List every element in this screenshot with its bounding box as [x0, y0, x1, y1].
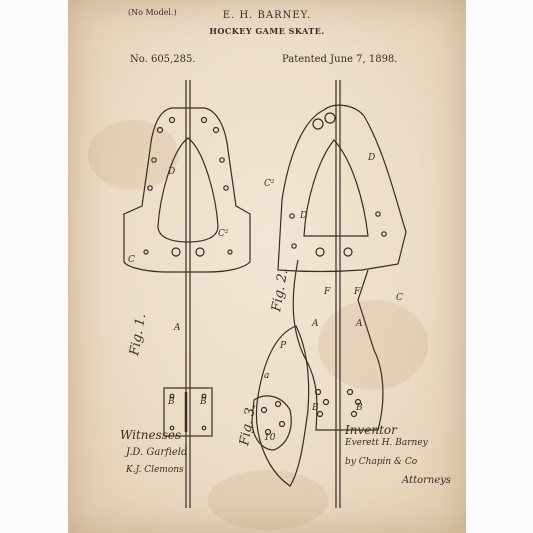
inventor-signature: Everett H. Barney [345, 438, 428, 448]
inventor-heading: Inventor [345, 423, 397, 437]
patent-date: Patented June 7, 1898. [282, 54, 398, 65]
svg-text:B: B [355, 403, 363, 413]
patent-drawing: C D C² B B A C² D D F F A A B B C Pa 10 Fig. 1. Fig.… [123, 80, 407, 508]
fig1-label: Fig. 1. [127, 313, 149, 358]
patent-number: No. 605,285. [130, 54, 196, 65]
paper-stain [88, 120, 178, 190]
svg-text:C: C [396, 293, 403, 303]
svg-text:B: B [311, 403, 319, 413]
svg-text:A: A [355, 319, 363, 329]
svg-text:A: A [311, 319, 319, 329]
fig1-skate-front-view [123, 80, 251, 508]
svg-text:D: D [367, 153, 375, 163]
inventor-name: E. H. BARNEY. [222, 10, 312, 21]
svg-text:10: 10 [264, 433, 276, 443]
svg-text:D: D [299, 211, 307, 221]
fig3-label: Fig. 3. [237, 403, 259, 448]
fig3-sole-plate [251, 325, 310, 487]
no-model-note: (No Model.) [128, 8, 177, 17]
patent-sheet: (No Model.) E. H. BARNEY. HOCKEY GAME SK… [68, 0, 466, 533]
svg-text:C: C [128, 255, 135, 265]
paper-stain [208, 470, 328, 530]
attorney-by-line: by Chapin & Co [345, 457, 418, 467]
svg-text:C²: C² [218, 229, 229, 239]
svg-text:B: B [167, 397, 175, 407]
fig2-label: Fig. 2. [269, 269, 291, 314]
svg-text:C²: C² [264, 179, 275, 189]
svg-text:F: F [323, 287, 331, 297]
svg-text:P: P [279, 341, 287, 351]
svg-text:a: a [264, 371, 269, 381]
patent-title: HOCKEY GAME SKATE. [209, 26, 325, 36]
witness-signature-2: K.J. Clemons [126, 465, 184, 475]
witnesses-heading: Witnesses [120, 428, 182, 442]
fig2-skate-bottom-view [277, 80, 407, 508]
svg-text:F: F [353, 287, 361, 297]
svg-text:D: D [167, 167, 175, 177]
svg-text:A: A [173, 323, 181, 333]
attorneys-label: Attorneys [402, 475, 452, 486]
witness-signature-1: J.D. Garfield [126, 447, 188, 458]
svg-text:B: B [199, 397, 207, 407]
